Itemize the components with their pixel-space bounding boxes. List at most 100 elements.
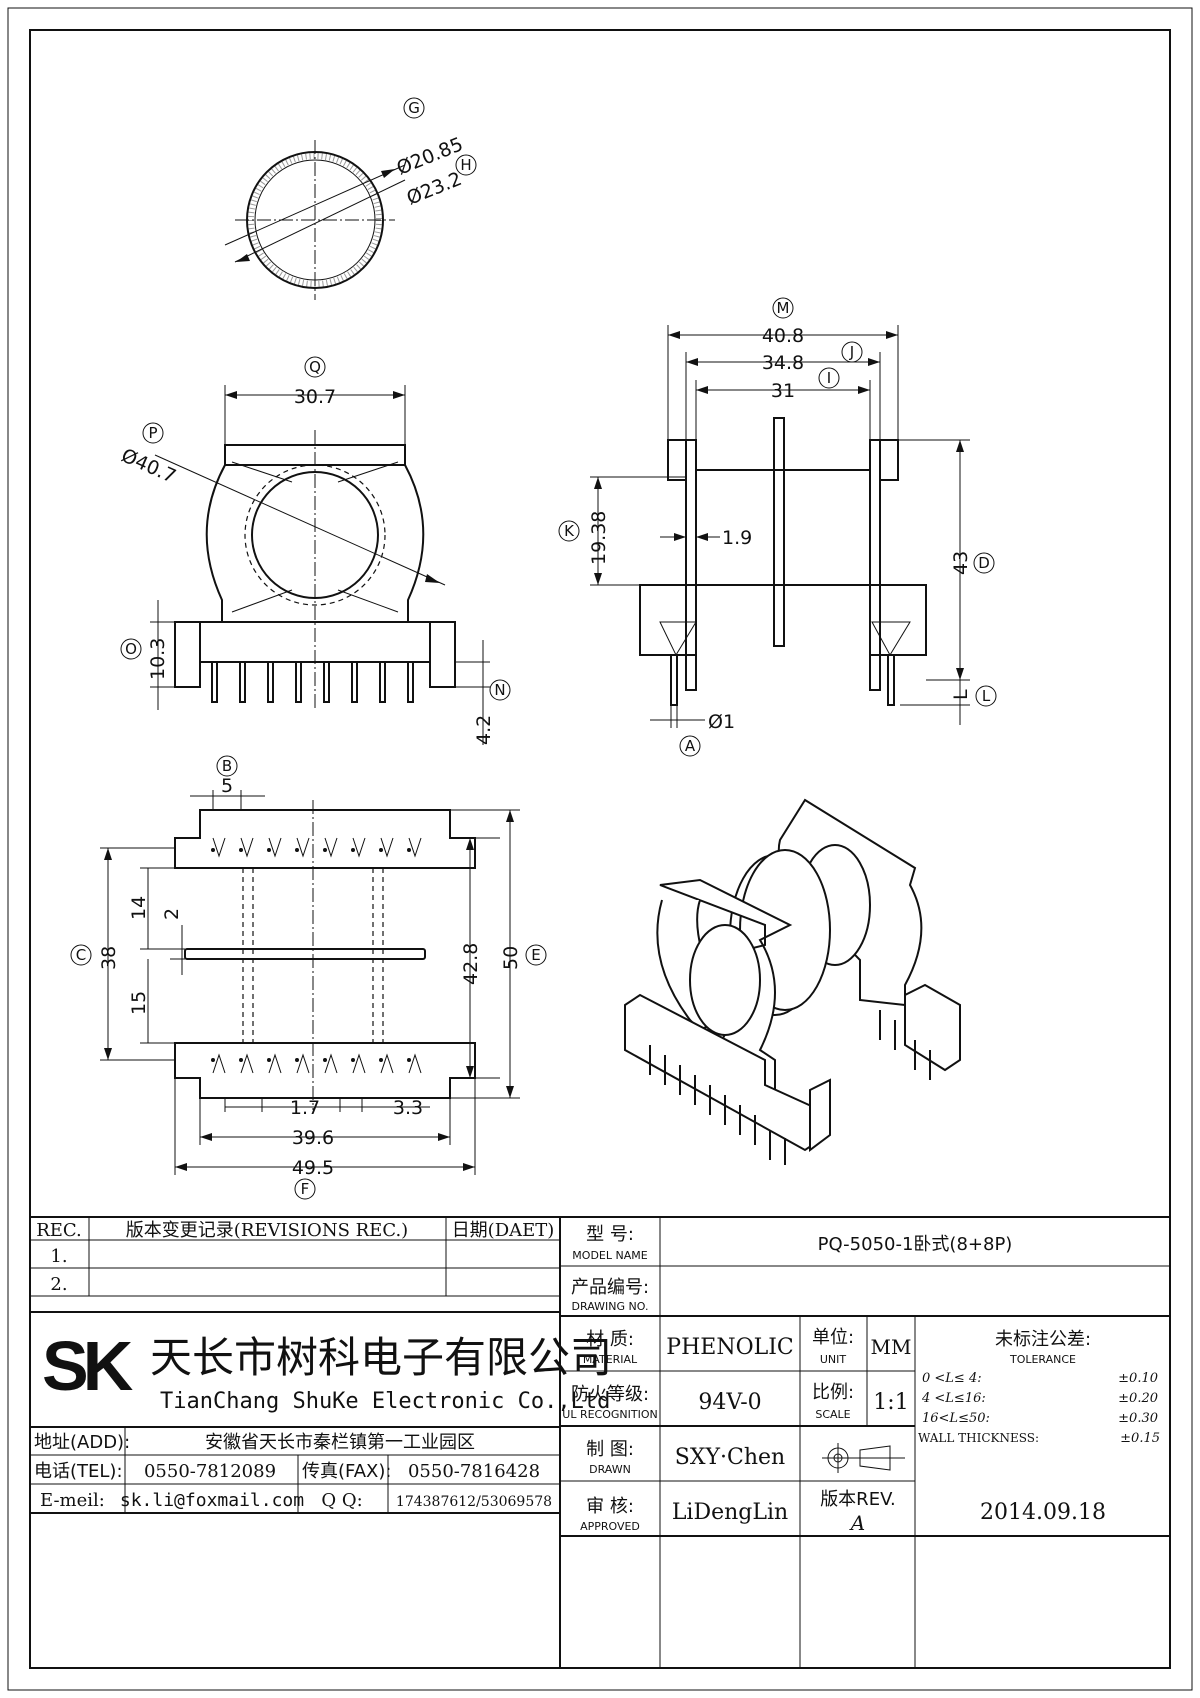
front-pin-dim: 4.2: [473, 715, 495, 745]
side-flange-width-dim: 34.8: [762, 352, 804, 374]
balloon-p-label: P: [148, 424, 157, 442]
front-width-dim: 30.7: [294, 386, 336, 408]
tolerance-range-2: 4 <L≤16:: [921, 1391, 986, 1406]
balloon-o: [120, 638, 142, 660]
balloon-g-label: G: [408, 99, 420, 117]
side-overall-height-dim: 43: [950, 551, 972, 575]
balloon-c-label: C: [76, 946, 86, 964]
balloon-l-label: L: [982, 687, 991, 705]
approved-value: LiDengLin: [672, 1500, 788, 1525]
unit-label-cn: 单位:: [812, 1327, 854, 1348]
email-value: sk.li@foxmail.com: [120, 1490, 304, 1511]
rev-label: 版本REV.: [820, 1489, 896, 1510]
tolerance-subtitle: TOLERANCE: [1009, 1353, 1076, 1366]
qq-value: 174387612/53069578: [396, 1494, 552, 1510]
balloon-h: [455, 154, 477, 176]
unit-value: MM: [871, 1335, 912, 1359]
tolerance-value-3: ±0.30: [1118, 1411, 1158, 1426]
balloon-j: [841, 341, 863, 363]
inner-frame: [29, 29, 1171, 1669]
rev-row-1: 1.: [50, 1246, 67, 1267]
drawing-label-cn: 产品编号:: [571, 1277, 649, 1298]
fax-value: 0550-7816428: [408, 1461, 540, 1482]
balloon-q-label: Q: [309, 358, 321, 376]
ul-label-cn: 防火等级:: [571, 1384, 649, 1405]
drawn-value: SXY·Chen: [675, 1445, 785, 1470]
material-label-cn: 材 质:: [586, 1329, 634, 1350]
top-overall-length-dim: 50: [500, 946, 522, 970]
top-inner-length-dim: 38: [98, 946, 120, 970]
title-block: REC. 版本变更记录(REVISIONS REC.) 日期(DAET) 1. …: [29, 1216, 1171, 1669]
balloon-f: [294, 1178, 316, 1200]
balloon-e: [525, 944, 547, 966]
tolerance-value-2: ±0.20: [1118, 1391, 1158, 1406]
rev-row-2: 2.: [50, 1274, 67, 1295]
wall-thickness-label: WALL THICKNESS:: [918, 1431, 1039, 1445]
top-slot-offset-dim: 3.3: [393, 1097, 423, 1119]
model-label-en: MODEL NAME: [572, 1249, 647, 1262]
company-name-cn: 天长市树科电子有限公司: [150, 1333, 612, 1382]
company-name-en: TianChang ShuKe Electronic Co.,Ltd: [160, 1389, 610, 1414]
balloon-q: [304, 356, 326, 378]
approved-label-en: APPROVED: [580, 1520, 640, 1533]
unit-label-en: UNIT: [820, 1353, 847, 1366]
balloon-d: [973, 552, 995, 574]
tolerance-value-1: ±0.10: [1118, 1371, 1158, 1386]
top-overall-width-dim: 49.5: [292, 1157, 334, 1179]
ul-label-en: UL RECOGNITION: [562, 1408, 657, 1421]
qq-label: Q Q:: [321, 1490, 362, 1511]
tube-view: Ø20.85 Ø23.2 G H: [224, 97, 477, 300]
side-pin-diameter-dim: Ø1: [708, 711, 735, 733]
side-pin-length-dim: L: [950, 689, 972, 700]
balloon-l: [975, 685, 997, 707]
balloon-m-label: M: [777, 299, 790, 317]
drawing-label-en: DRAWING NO.: [572, 1300, 649, 1313]
model-value: PQ-5050-1卧式(8+8P): [818, 1234, 1013, 1255]
side-view: 40.8 M 34.8 J 31 I 19.38 K 1.9: [558, 297, 997, 757]
balloon-n-label: N: [494, 681, 505, 699]
approved-label-cn: 审 核:: [586, 1496, 634, 1517]
address-value: 安徽省天长市秦栏镇第一工业园区: [205, 1432, 475, 1453]
projection-symbol-icon: [822, 1443, 905, 1473]
balloon-i: [818, 367, 840, 389]
scale-label-en: SCALE: [815, 1408, 850, 1421]
side-overall-width-dim: 40.8: [762, 325, 804, 347]
rev-date-header: 日期(DAET): [452, 1220, 555, 1241]
balloon-a-label: A: [685, 737, 696, 755]
balloon-c: [70, 944, 92, 966]
front-diameter-dim: Ø40.7: [118, 444, 179, 487]
front-base-height-dim: 10.3: [147, 638, 169, 680]
rev-content-header: 版本变更记录(REVISIONS REC.): [126, 1220, 408, 1241]
drawn-label-cn: 制 图:: [586, 1439, 634, 1460]
wall-thickness-value: ±0.15: [1120, 1431, 1160, 1446]
rev-value: A: [849, 1511, 865, 1535]
side-tube-height-dim: 19.38: [588, 511, 610, 565]
tolerance-range-3: 16<L≤50:: [922, 1411, 990, 1426]
tolerance-title: 未标注公差:: [995, 1329, 1091, 1350]
email-label: E-meil:: [40, 1490, 105, 1511]
top-lower-gap-dim: 15: [128, 991, 150, 1015]
side-inner-width-dim: 31: [771, 380, 795, 402]
drawn-label-en: DRAWN: [589, 1463, 631, 1476]
fax-label: 传真(FAX):: [302, 1461, 391, 1482]
company-logo: SK: [42, 1327, 133, 1405]
date-value: 2014.09.18: [980, 1500, 1106, 1525]
balloon-b-label: B: [222, 757, 232, 775]
balloon-g: [403, 97, 425, 119]
material-label-en: MATERIAL: [583, 1353, 638, 1366]
scale-value: 1:1: [873, 1390, 908, 1415]
tolerance-range-1: 0 <L≤ 4:: [922, 1371, 982, 1386]
balloon-k-label: K: [564, 522, 575, 540]
balloon-e-label: E: [531, 946, 540, 964]
tel-label: 电话(TEL):: [34, 1461, 123, 1482]
balloon-m: [772, 297, 794, 319]
scale-label-cn: 比例:: [812, 1382, 854, 1403]
balloon-b: [216, 755, 238, 777]
top-upper-gap-dim: 14: [128, 896, 150, 920]
balloon-f-label: F: [301, 1180, 310, 1198]
top-view: 5 B 14 2 15 38 C 42.8: [70, 755, 547, 1200]
balloon-i-label: I: [827, 369, 831, 387]
outer-frame: [7, 7, 1193, 1691]
balloon-j-label: J: [849, 343, 854, 361]
